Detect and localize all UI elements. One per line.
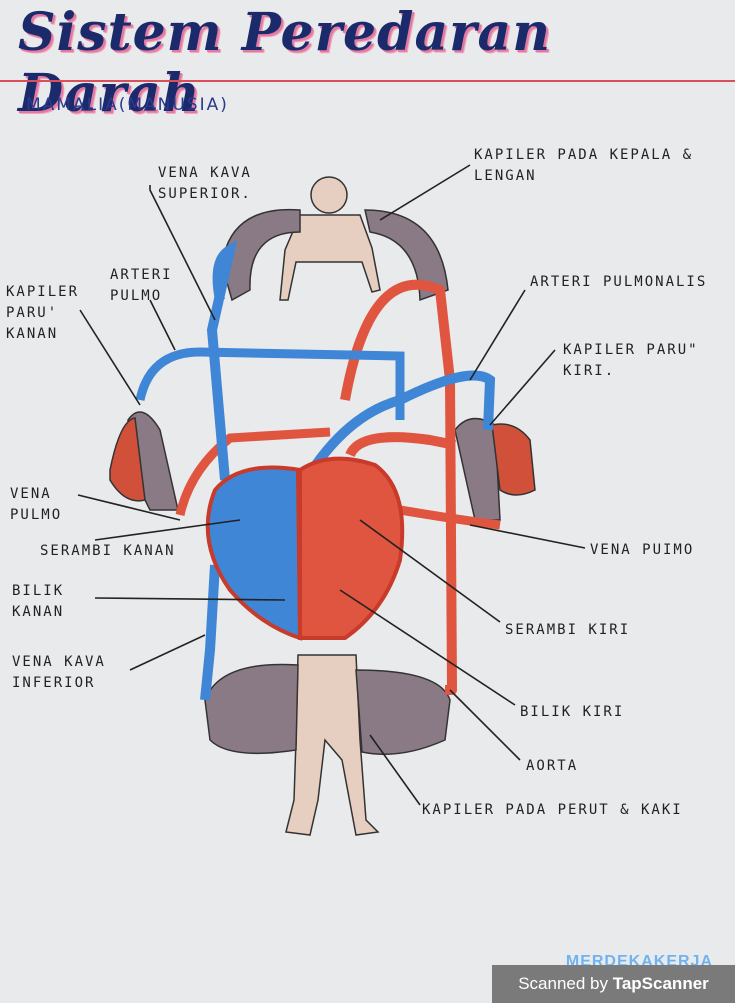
lung-left-capillary — [454, 417, 501, 521]
label-arteri-pulmo: ARTERI PULMO — [110, 267, 173, 304]
label-kapiler-paru-kiri: KAPILER PARU" KIRI. — [563, 342, 699, 379]
label-vena-pulmo-right: VENA PUIMO — [590, 542, 695, 558]
label-kapiler-perut: KAPILER PADA PERUT & KAKI — [422, 802, 683, 818]
arteri-pulmo-vessel — [135, 347, 405, 420]
label-kapiler-kepala: KAPILER PADA KEPALA & LENGAN — [474, 147, 694, 184]
label-bilik-kiri: BILIK KIRI — [520, 704, 625, 720]
heart-right-side — [205, 465, 303, 641]
heart-left-side — [298, 456, 405, 640]
label-aorta: AORTA — [526, 758, 579, 774]
label-arteri-pulmonalis: ARTERI PULMONALIS — [530, 274, 708, 290]
scanner-badge: Scanned by TapScanner — [492, 965, 735, 1003]
label-kapiler-paru-kanan: KAPILER PARU' KANAN — [6, 284, 80, 342]
subtitle: MAMALIA(MANUSIA) — [26, 95, 229, 115]
label-vena-kava-superior: VENA KAVA SUPERIOR. — [158, 165, 252, 202]
label-serambi-kiri: SERAMBI KIRI — [505, 622, 631, 638]
label-serambi-kanan: SERAMBI KANAN — [40, 543, 176, 559]
page-title: Sistem Peredaran Darah — [18, 2, 552, 124]
title-divider — [0, 80, 735, 82]
scanned-by-text: Scanned by — [518, 974, 613, 993]
label-bilik-kanan: BILIK KANAN — [12, 583, 65, 620]
aorta-vessel — [340, 279, 457, 695]
label-vena-kava-inferior: VENA KAVA INFERIOR — [12, 654, 106, 691]
upper-body-figure — [279, 176, 381, 301]
scanner-name: TapScanner — [612, 974, 709, 993]
label-vena-pulmo-left: VENA PULMO — [10, 486, 63, 523]
vena-kava-superior-vessel — [206, 240, 238, 481]
vena-kava-inferior-vessel — [200, 564, 220, 701]
